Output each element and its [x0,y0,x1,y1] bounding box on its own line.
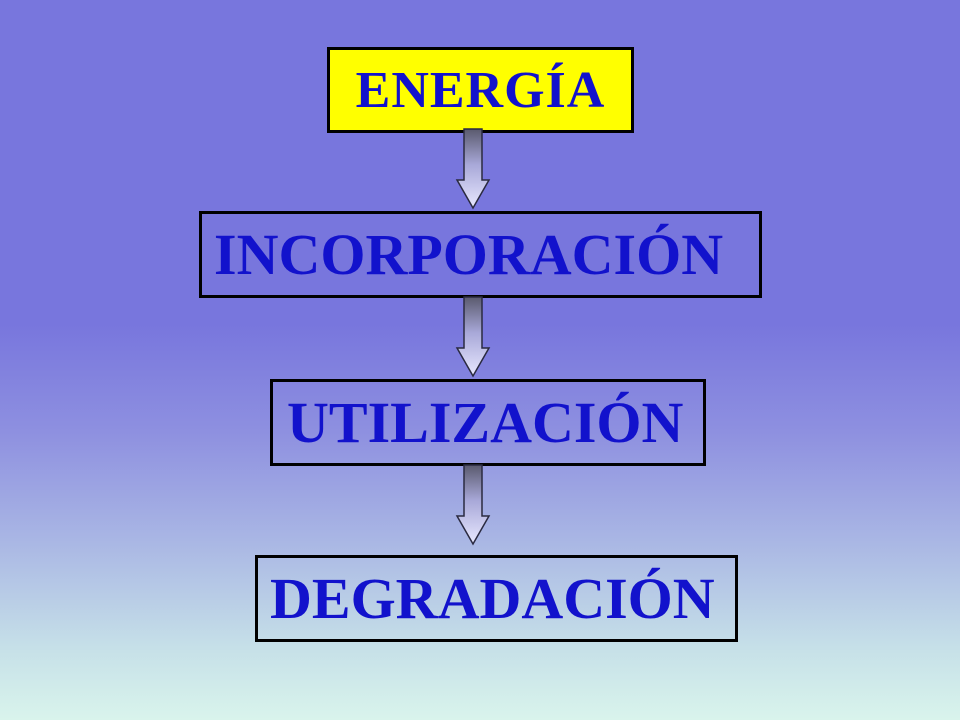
step-incorporacion-label: INCORPORACIÓN [214,222,724,287]
step-degradacion-label: DEGRADACIÓN [270,566,715,631]
step-energia-box: ENERGÍA [327,47,634,133]
down-arrow-icon [455,464,491,546]
down-arrow-icon [455,128,491,210]
step-incorporacion-box: INCORPORACIÓN [199,211,762,298]
step-energia-label: ENERGÍA [355,61,606,119]
step-utilizacion-label: UTILIZACIÓN [287,390,684,455]
down-arrow-icon [455,296,491,378]
step-utilizacion-box: UTILIZACIÓN [270,379,706,466]
step-degradacion-box: DEGRADACIÓN [255,555,738,642]
